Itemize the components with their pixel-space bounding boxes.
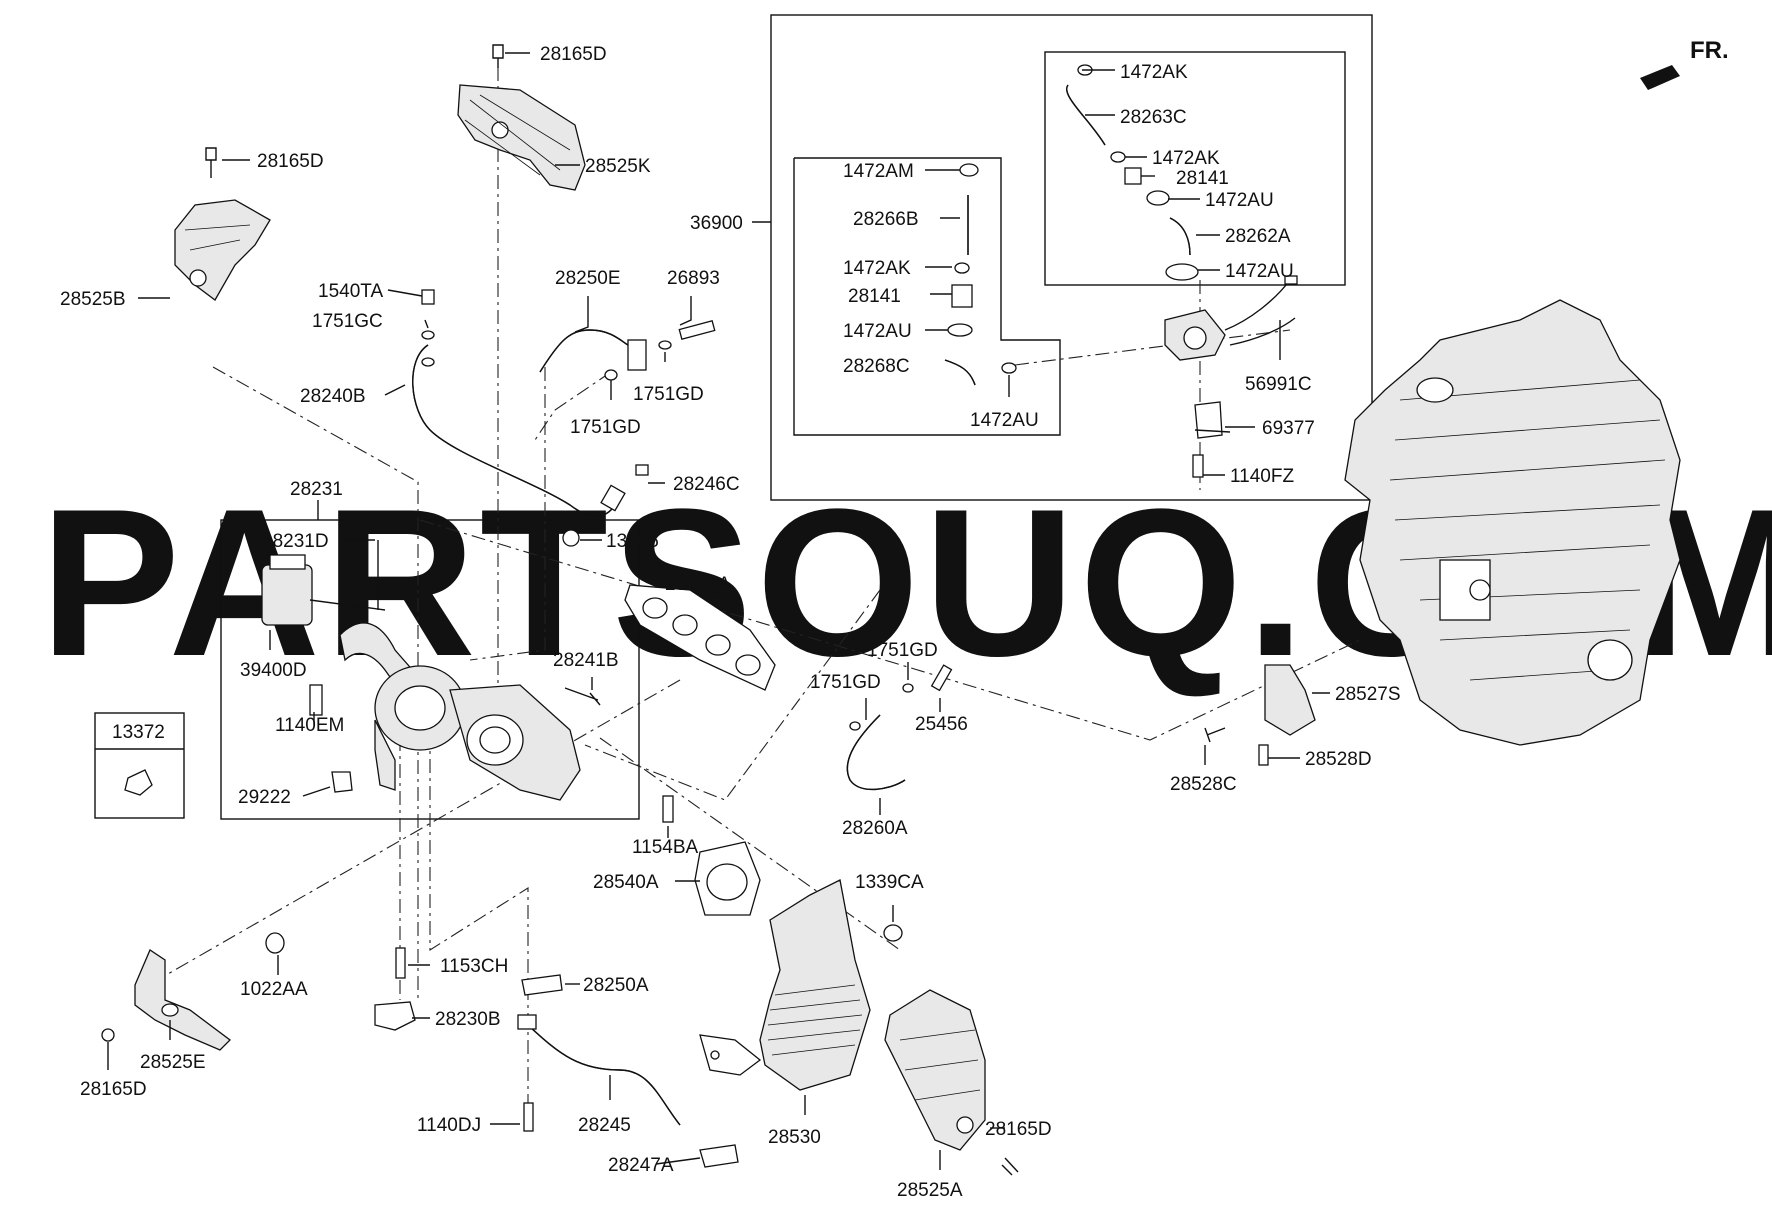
label-39400d: 39400D: [240, 660, 307, 681]
bolt-28241b: [564, 687, 601, 706]
label-28528d: 28528D: [1305, 749, 1372, 770]
oil-pipe-28245: [517, 1014, 681, 1126]
water-pipe-28260a: [846, 664, 953, 791]
engine-block-image: [1344, 299, 1681, 746]
label-1751gd-b: 1751GD: [570, 417, 641, 438]
catalytic-converter-28530: [699, 879, 871, 1091]
gasket-28540a: [694, 841, 761, 916]
label-28246c: 28246C: [673, 474, 740, 495]
label-69377: 69377: [1262, 418, 1315, 439]
label-1153ch: 1153CH: [440, 956, 508, 977]
label-1472au-c: 1472AU: [1205, 190, 1274, 211]
nut-13396: [562, 529, 580, 547]
label-1472au-a: 1472AU: [843, 321, 912, 342]
label-1022aa: 1022AA: [240, 979, 308, 1000]
label-28141-a: 28141: [848, 286, 901, 307]
label-28240b: 28240B: [300, 386, 366, 407]
heat-shield-28525a: [884, 989, 1019, 1176]
label-28165d-bl: 28165D: [80, 1079, 147, 1100]
label-28268c: 28268C: [843, 356, 910, 377]
label-29222: 29222: [238, 787, 291, 808]
label-28165d-br: 28165D: [985, 1119, 1052, 1140]
legend-part-icon: [124, 769, 153, 796]
label-13396: 13396: [606, 531, 659, 552]
water-pump-parts: [944, 64, 1298, 478]
label-28540a: 28540A: [593, 872, 659, 893]
label-28231d: 28231D: [262, 531, 329, 552]
heat-shield-28525b: [174, 147, 271, 301]
turbocharger-28231: [261, 540, 581, 801]
label-28245: 28245: [578, 1115, 631, 1136]
label-1154ba: 1154BA: [632, 837, 699, 858]
label-1339ca: 1339CA: [855, 872, 924, 893]
oil-feed-pipe-28240b: [412, 289, 626, 517]
label-28247a: 28247A: [608, 1155, 674, 1176]
exhaust-gasket-28521a: [624, 584, 776, 691]
gasket-28247a: [699, 1144, 739, 1168]
bolt-1140dj: [523, 1102, 534, 1132]
label-1472am: 1472AM: [843, 161, 914, 182]
label-28241b: 28241B: [553, 650, 619, 671]
label-28260a: 28260A: [842, 818, 908, 839]
legend-box-code: 13372: [112, 722, 165, 743]
legend-box: [94, 712, 185, 819]
part-labels: 28165D 28525K 28165D 28525B 1540TA 1751G…: [60, 44, 1401, 1201]
label-28527s: 28527S: [1335, 684, 1401, 705]
oil-return-pipe-28250e: [539, 319, 716, 476]
label-28141-b: 28141: [1176, 168, 1229, 189]
label-28230b: 28230B: [435, 1009, 501, 1030]
label-1751gd-c: 1751GD: [867, 640, 938, 661]
label-leader-lines: [107, 52, 1330, 1170]
label-28263c: 28263C: [1120, 107, 1187, 128]
label-28530: 28530: [768, 1127, 821, 1148]
label-28250e: 28250E: [555, 268, 621, 289]
label-1472ak-c: 1472AK: [1152, 148, 1220, 169]
label-1472ak-a: 1472AK: [843, 258, 911, 279]
label-28231: 28231: [290, 479, 343, 500]
label-36900: 36900: [690, 213, 743, 234]
label-26893: 26893: [667, 268, 720, 289]
stud-1153ch: [395, 947, 406, 979]
bracket-28527s: [1204, 664, 1316, 766]
gasket-28250a: [521, 974, 563, 996]
upper-hose-sub-box: [1044, 51, 1346, 286]
label-28525e: 28525E: [140, 1052, 206, 1073]
ring-1022aa: [265, 932, 285, 954]
label-28266b: 28266B: [853, 209, 919, 230]
label-28250a: 28250A: [583, 975, 649, 996]
label-28528c: 28528C: [1170, 774, 1237, 795]
label-1751gc: 1751GC: [312, 311, 383, 332]
lower-hose-sub-box: [793, 157, 1061, 436]
label-28165d-top: 28165D: [540, 44, 607, 65]
water-pump-assembly-box: [770, 14, 1373, 501]
heat-shield-28525e: [101, 949, 231, 1051]
label-28165d-left: 28165D: [257, 151, 324, 172]
label-1140dj: 1140DJ: [417, 1115, 481, 1136]
label-25456: 25456: [915, 714, 968, 735]
front-arrow-icon: [1640, 65, 1680, 90]
label-28525k: 28525K: [585, 156, 651, 177]
label-1540ta: 1540TA: [318, 281, 383, 302]
label-1751gd-d: 1751GD: [810, 672, 881, 693]
nut-1339ca: [883, 924, 903, 942]
label-1751gd-a: 1751GD: [633, 384, 704, 405]
label-1140em: 1140EM: [275, 715, 344, 736]
label-1140fz: 1140FZ: [1230, 466, 1294, 487]
stud-1154ba: [662, 795, 674, 823]
label-28525a: 28525A: [897, 1180, 963, 1201]
label-56991c: 56991C: [1245, 374, 1312, 395]
label-1472ak-b: 1472AK: [1120, 62, 1188, 83]
label-1472au-d: 1472AU: [1225, 261, 1294, 282]
label-28521a: 28521A: [665, 574, 731, 595]
label-28262a: 28262A: [1225, 226, 1291, 247]
direction-label: FR.: [1690, 37, 1729, 64]
label-28525b: 28525B: [60, 289, 126, 310]
heat-shield-28525k: [457, 44, 586, 191]
gasket-28230b: [374, 1001, 416, 1031]
label-1472au-b: 1472AU: [970, 410, 1039, 431]
